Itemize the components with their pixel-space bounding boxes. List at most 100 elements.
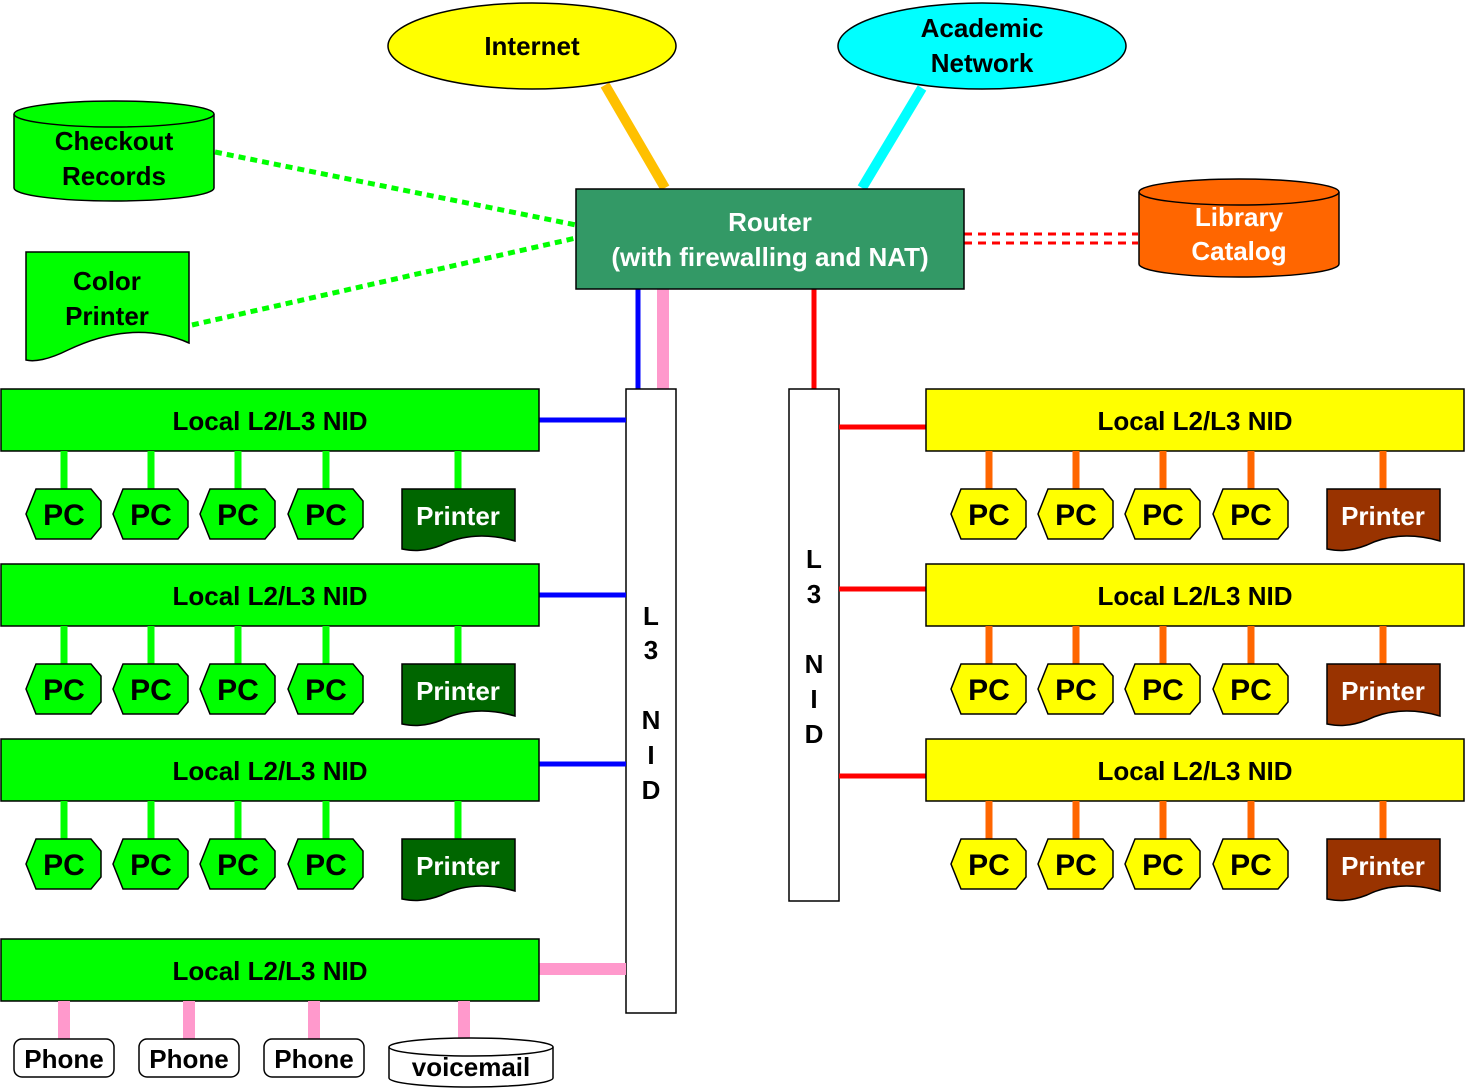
academic-label-line2: Network [931, 48, 1034, 78]
right-l3-nid-letter: I [810, 684, 817, 714]
right-nid-group-2: Local L2/L3 NID PC PC PC PC Printer [839, 563, 1465, 727]
pc-label: PC [1142, 849, 1184, 882]
pc: PC [287, 838, 364, 890]
left-l3-nid-letter: L [643, 601, 659, 631]
pc: PC [1212, 838, 1289, 890]
local-nid: Local L2/L3 NID [925, 738, 1465, 802]
internet-link [600, 82, 670, 191]
pc: PC [1037, 488, 1114, 540]
pc: PC [199, 488, 276, 540]
right-l3-nid: L 3 N I D [788, 388, 840, 902]
checkout-label-line2: Records [62, 161, 166, 191]
pc-label: PC [1230, 849, 1272, 882]
pc-label: PC [43, 499, 85, 532]
pc-label: PC [1055, 849, 1097, 882]
local-nid: Local L2/L3 NID [0, 388, 540, 452]
checkout-label-line1: Checkout [55, 126, 174, 156]
left-l3-nid-letter: I [647, 740, 654, 770]
phone-local-nid: Local L2/L3 NID [0, 938, 540, 1002]
left-l3-nid-letter: D [642, 775, 661, 805]
pc-label: PC [1142, 499, 1184, 532]
academic-link [857, 85, 927, 191]
pc-label: PC [968, 849, 1010, 882]
phone-label: Phone [149, 1044, 228, 1074]
pc: PC [25, 838, 102, 890]
internet-cloud: Internet [387, 2, 677, 90]
printer-label: Printer [416, 851, 500, 881]
local-nid: Local L2/L3 NID [925, 388, 1465, 452]
pc-label: PC [968, 499, 1010, 532]
pc-label: PC [968, 674, 1010, 707]
pc-label: PC [1055, 674, 1097, 707]
printer-label: Printer [1341, 851, 1425, 881]
pc-label: PC [217, 499, 259, 532]
left-l3-nid-letter: N [642, 705, 661, 735]
pc: PC [25, 663, 102, 715]
color-printer-link [191, 235, 577, 328]
color-printer: Color Printer [25, 251, 190, 362]
phone: Phone [13, 1038, 115, 1078]
right-l3-nid-letter: N [805, 649, 824, 679]
printer: Printer [401, 663, 516, 727]
pc-label: PC [130, 849, 172, 882]
phone-label: Phone [274, 1044, 353, 1074]
local-nid: Local L2/L3 NID [0, 738, 540, 802]
printer-label: Printer [1341, 676, 1425, 706]
left-l3-nid: L 3 N I D [625, 388, 677, 1014]
pc: PC [1212, 663, 1289, 715]
pc-label: PC [1142, 674, 1184, 707]
pc: PC [112, 663, 189, 715]
pc: PC [199, 663, 276, 715]
pc: PC [199, 838, 276, 890]
pc-label: PC [43, 674, 85, 707]
pc: PC [1212, 488, 1289, 540]
left-nid-group-3: Local L2/L3 NID PC PC PC PC Printer [0, 738, 626, 902]
pc-label: PC [305, 849, 347, 882]
pc-label: PC [130, 674, 172, 707]
local-nid-label: Local L2/L3 NID [172, 406, 367, 436]
printer: Printer [1326, 663, 1441, 727]
pc-label: PC [217, 674, 259, 707]
right-nid-group-1: Local L2/L3 NID PC PC PC PC Printer [839, 388, 1465, 552]
checkout-records-database: Checkout Records [13, 100, 215, 202]
right-nid-group-3: Local L2/L3 NID PC PC PC PC Printer [839, 738, 1465, 902]
catalog-label-line1: Library [1195, 202, 1284, 232]
catalog-label-line2: Catalog [1191, 236, 1286, 266]
phone-label: Phone [24, 1044, 103, 1074]
router-label-line1: Router [728, 207, 812, 237]
voicemail-label: voicemail [412, 1052, 531, 1082]
pc-label: PC [305, 674, 347, 707]
right-l3-nid-letter: D [805, 719, 824, 749]
right-l3-nid-letter: 3 [807, 579, 821, 609]
library-catalog-database: Library Catalog [1138, 178, 1340, 278]
printer: Printer [401, 488, 516, 552]
pc-label: PC [1230, 674, 1272, 707]
pc-label: PC [1055, 499, 1097, 532]
local-nid-label: Local L2/L3 NID [1097, 406, 1292, 436]
checkout-records-link [214, 149, 577, 228]
pc: PC [950, 838, 1027, 890]
pc: PC [950, 488, 1027, 540]
pc: PC [1124, 663, 1201, 715]
local-nid-label: Local L2/L3 NID [172, 581, 367, 611]
phone: Phone [138, 1038, 240, 1078]
pc: PC [1124, 838, 1201, 890]
printer: Printer [1326, 838, 1441, 902]
printer: Printer [401, 838, 516, 902]
pc: PC [287, 663, 364, 715]
pc-label: PC [43, 849, 85, 882]
pc: PC [112, 488, 189, 540]
pc-label: PC [1230, 499, 1272, 532]
voicemail-database: voicemail [388, 1037, 554, 1088]
pc: PC [1124, 488, 1201, 540]
local-nid: Local L2/L3 NID [0, 563, 540, 627]
right-l3-nid-letter: L [806, 544, 822, 574]
academic-label-line1: Academic [921, 13, 1044, 43]
router-label-line2: (with firewalling and NAT) [611, 242, 928, 272]
printer-label: Printer [1341, 501, 1425, 531]
color-printer-label-line1: Color [73, 266, 141, 296]
printer-label: Printer [416, 501, 500, 531]
local-nid-label: Local L2/L3 NID [1097, 581, 1292, 611]
